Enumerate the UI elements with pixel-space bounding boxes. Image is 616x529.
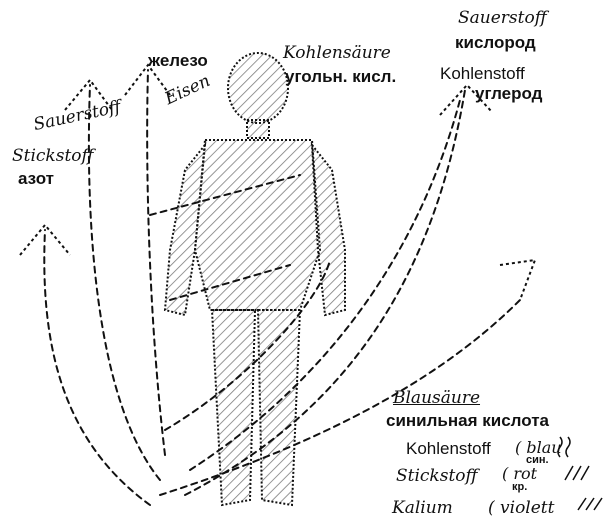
label-stickstoff-left: Stickstoff [12,148,94,165]
legend-row-kalium: Kalium [392,500,453,517]
legend-swatch-violet [578,498,602,510]
legend-color-rot: ( rot [502,466,537,482]
label-azot: азот [18,170,54,187]
label-zhelezo: железо [148,52,208,69]
legend-row-kohlenstoff: Kohlenstoff [406,440,491,457]
label-kohlensaure: Kohlensäure [283,45,391,62]
label-sauerstoff-top: Sauerstoff [458,10,547,27]
figure-head [228,53,288,123]
label-ugoln-kisl: угольн. кисл. [285,68,396,85]
label-kohlenstoff-top: Kohlenstoff [440,65,525,82]
legend-title-ru: синильная кислота [386,412,549,429]
legend-row-stickstoff: Stickstoff [396,468,478,485]
figure-torso [195,140,320,310]
label-kislorod: кислород [455,34,536,51]
figure-neck [247,120,269,138]
legend-swatch-red [565,466,589,480]
figure-leg-right [258,310,300,505]
legend-color-violett: ( violett [488,500,554,517]
arrowhead-right-2 [500,260,535,300]
legend-color-kr: кр. [512,482,527,493]
arrow-left-2 [89,85,160,480]
legend-title-de: Blausäure [393,390,480,407]
arrow-left-3 [147,70,165,455]
arrow-outer-left [44,230,150,505]
label-uglerod: углерод [475,85,542,102]
